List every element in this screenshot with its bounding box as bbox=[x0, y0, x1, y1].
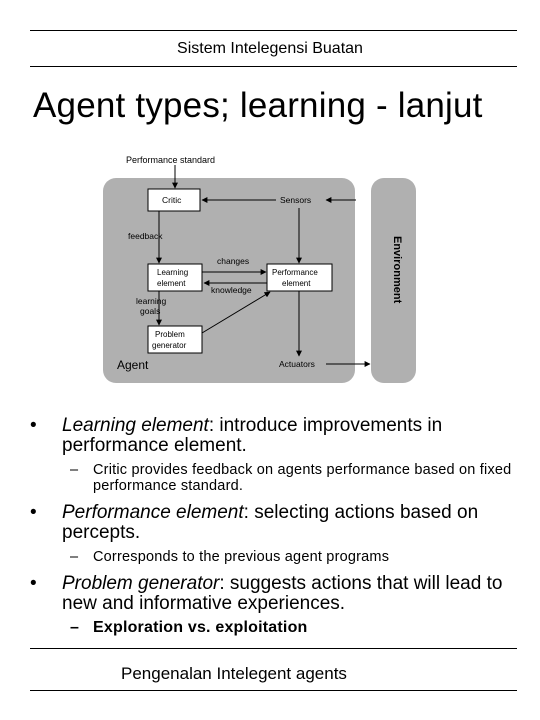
sub-bullet-exploration: – Exploration vs. exploitation bbox=[30, 620, 525, 636]
arrow-problem-generator-to-performance bbox=[201, 291, 271, 334]
learning-element-label-2: element bbox=[157, 279, 186, 288]
sub-bullet-text: Critic provides feedback on agents perfo… bbox=[93, 462, 512, 494]
bullet-problem-generator: • Problem generator: suggests actions th… bbox=[30, 574, 525, 614]
problem-generator-label-2: generator bbox=[152, 341, 187, 350]
header-top-rule bbox=[30, 30, 517, 31]
bullet-text: : introduce improvements in performance … bbox=[62, 415, 443, 456]
environment-label: Environment bbox=[391, 236, 403, 304]
slide-title: Agent types; learning - lanjut bbox=[33, 86, 483, 125]
bullet-term: Performance element bbox=[62, 502, 244, 523]
performance-standard-label: Performance standard bbox=[126, 155, 215, 165]
footer-bottom-rule bbox=[30, 690, 517, 691]
agent-label: Agent bbox=[117, 358, 149, 372]
bullet-term: Problem generator bbox=[62, 573, 220, 594]
learning-element-label-1: Learning bbox=[157, 268, 188, 277]
bullet-text: : selecting actions based on percepts. bbox=[62, 502, 479, 543]
sub-bullet-dash: – bbox=[70, 549, 79, 565]
sub-bullet-text: Exploration vs. exploitation bbox=[93, 619, 308, 636]
actuators-label: Actuators bbox=[279, 359, 315, 369]
changes-label: changes bbox=[217, 256, 249, 266]
bullet-dot: • bbox=[30, 502, 37, 523]
bullet-term: Learning element bbox=[62, 415, 209, 436]
header-title: Sistem Intelegensi Buatan bbox=[177, 40, 363, 57]
sensors-label: Sensors bbox=[280, 195, 311, 205]
bullet-list: • Learning element: introduce improvemen… bbox=[30, 416, 525, 645]
performance-element-label-2: element bbox=[282, 279, 311, 288]
performance-element-box bbox=[266, 263, 333, 292]
footer-top-rule bbox=[30, 648, 517, 649]
problem-generator-box bbox=[147, 325, 203, 354]
feedback-label: feedback bbox=[128, 231, 163, 241]
bullet-performance-element: • Performance element: selecting actions… bbox=[30, 503, 525, 543]
sub-bullet-dash: – bbox=[70, 462, 79, 478]
learning-element-box bbox=[147, 263, 203, 292]
bullet-learning-element: • Learning element: introduce improvemen… bbox=[30, 416, 525, 456]
critic-label: Critic bbox=[162, 195, 182, 205]
header-bottom-rule bbox=[30, 66, 517, 67]
learning-goals-label-2: goals bbox=[140, 306, 160, 316]
sub-bullet-previous-programs: – Corresponds to the previous agent prog… bbox=[30, 549, 525, 565]
bullet-text: : suggests actions that will lead to new… bbox=[62, 573, 503, 614]
bullet-dot: • bbox=[30, 573, 37, 594]
problem-generator-label-1: Problem bbox=[155, 330, 185, 339]
footer-title: Pengenalan Intelegent agents bbox=[121, 664, 347, 683]
sub-bullet-critic: – Critic provides feedback on agents per… bbox=[30, 462, 525, 494]
performance-element-label-1: Performance bbox=[272, 268, 318, 277]
learning-agent-svg: Performance standard Critic Sensors feed… bbox=[103, 155, 416, 383]
critic-box bbox=[147, 188, 201, 212]
sub-bullet-text: Corresponds to the previous agent progra… bbox=[93, 549, 390, 565]
learning-agent-diagram: Performance standard Critic Sensors feed… bbox=[100, 153, 420, 390]
bullet-dot: • bbox=[30, 415, 37, 436]
sub-bullet-dash: – bbox=[70, 619, 80, 636]
learning-goals-label-1: learning bbox=[136, 296, 167, 306]
knowledge-label: knowledge bbox=[211, 285, 252, 295]
environment-box bbox=[371, 178, 416, 383]
